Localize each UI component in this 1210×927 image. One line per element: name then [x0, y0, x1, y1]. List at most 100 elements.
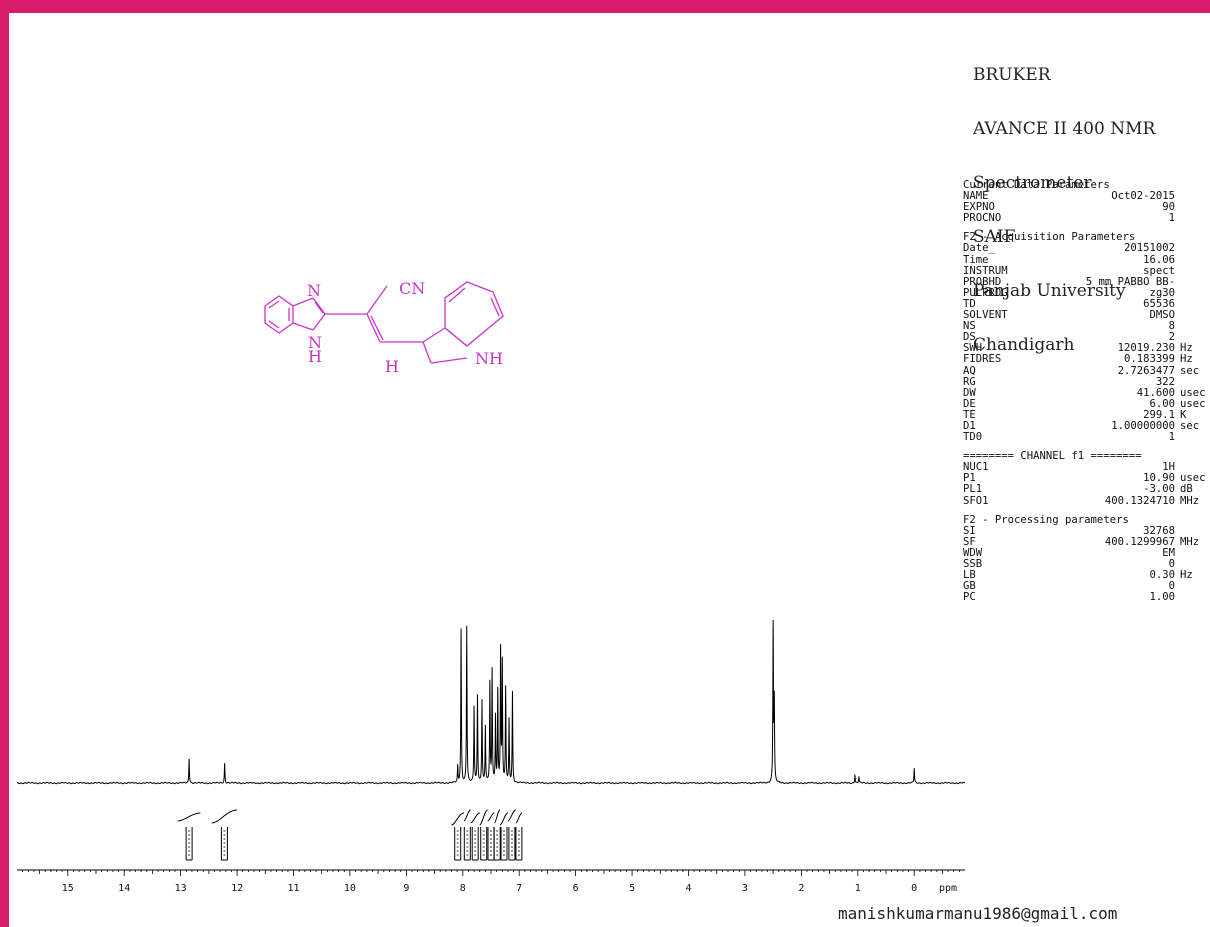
param-value: 1.00000000	[1111, 419, 1175, 432]
integral-curve	[211, 809, 238, 824]
integral-curve	[451, 812, 465, 826]
param-value: 8	[1168, 320, 1175, 333]
integral-region	[493, 809, 501, 861]
tick-label: 1	[855, 883, 861, 894]
tick-label: 9	[403, 883, 409, 894]
param-key: D1	[963, 419, 976, 432]
axis-unit-label: ppm	[939, 883, 957, 894]
param-key: P1	[963, 472, 976, 485]
param-key: DW	[963, 386, 976, 399]
spectrum-line	[16, 620, 966, 785]
atom-label-h2: H	[385, 357, 399, 376]
param-key: Date_	[963, 242, 995, 255]
param-key: INSTRUM	[963, 264, 1008, 277]
integral-region	[177, 812, 201, 861]
param-unit: sec	[1180, 419, 1200, 432]
param-value: 1	[1168, 431, 1175, 444]
molecule-bonds	[264, 281, 504, 364]
param-unit	[1175, 592, 1180, 603]
param-key: SOLVENT	[963, 309, 1008, 322]
param-value: DMSO	[1149, 309, 1175, 322]
param-value: 0	[1168, 580, 1175, 593]
atom-label-n2: N	[308, 333, 322, 352]
param-key: SFO1	[963, 494, 989, 507]
param-unit: MHz	[1180, 535, 1200, 548]
param-value: 0.30	[1149, 569, 1175, 582]
param-unit	[1175, 277, 1180, 288]
integral-curve	[499, 812, 509, 826]
integral-region	[479, 809, 488, 861]
param-unit	[1175, 288, 1180, 299]
param-unit: dB	[1180, 483, 1193, 496]
integral-curve	[177, 812, 201, 822]
param-value: 400.1299967	[1104, 535, 1175, 548]
param-row: SF 400.1299967 MHz	[963, 535, 1210, 548]
param-key: NUC1	[963, 461, 989, 474]
param-value: 5 mm PABBO BB-	[1085, 275, 1175, 288]
param-value: 0.183399	[1123, 353, 1175, 366]
param-key: FIDRES	[963, 353, 1002, 366]
param-value: 12019.230	[1117, 342, 1175, 355]
param-value: 322	[1155, 375, 1175, 388]
spectrum-trace	[16, 620, 966, 785]
param-unit: usec	[1180, 397, 1206, 410]
tick-label: 6	[573, 883, 579, 894]
integral-curve	[463, 809, 471, 822]
tick-label: 4	[685, 883, 691, 894]
param-value: zg30	[1149, 286, 1175, 299]
param-row: SWH 12019.230 Hz	[963, 343, 1210, 354]
header-line: SAIF	[973, 227, 1016, 247]
integral-curve	[493, 809, 501, 824]
param-value: EM	[1162, 546, 1175, 559]
param-key: SF	[963, 535, 976, 548]
param-unit	[1175, 213, 1180, 224]
header-line: Chandigarh	[973, 335, 1075, 355]
instrument-header: BRUKER AVANCE II 400 NMR Spectrometer SA…	[973, 30, 1155, 372]
param-value: 16.06	[1143, 253, 1175, 266]
param-unit	[1175, 581, 1180, 592]
header-line: BRUKER	[973, 65, 1051, 85]
header-line: AVANCE II 400 NMR	[973, 119, 1156, 139]
atom-label-h: H	[308, 347, 322, 366]
param-unit: usec	[1180, 386, 1206, 399]
integral-region	[211, 809, 238, 861]
tick-label: 14	[118, 883, 130, 894]
param-key: PROCNO	[963, 212, 1002, 225]
param-unit: Hz	[1180, 569, 1193, 582]
param-unit	[1175, 191, 1180, 202]
param-row: SOLVENT DMSO	[963, 309, 1210, 322]
param-key: NAME	[963, 190, 989, 203]
tick-label: 0	[911, 883, 917, 894]
param-key: SI	[963, 524, 976, 537]
param-key: SWH	[963, 342, 983, 355]
tick-label: 8	[460, 883, 466, 894]
header-line: Panjab University	[973, 281, 1126, 301]
param-section-title: F2 - Acquisition Parameters	[963, 231, 1136, 244]
param-row: Time 16.06	[963, 253, 1210, 266]
param-key: Time	[963, 253, 989, 266]
param-unit: MHz	[1180, 494, 1200, 507]
tick-label: 10	[344, 883, 356, 894]
param-key: GB	[963, 580, 976, 593]
param-value: 65536	[1143, 297, 1175, 310]
integral-curve	[479, 809, 488, 826]
molecule-structure: N N H CN H NH	[264, 279, 504, 376]
param-value: 90	[1162, 201, 1175, 214]
param-unit: Hz	[1180, 342, 1193, 355]
param-value: 1.00	[1149, 591, 1175, 604]
